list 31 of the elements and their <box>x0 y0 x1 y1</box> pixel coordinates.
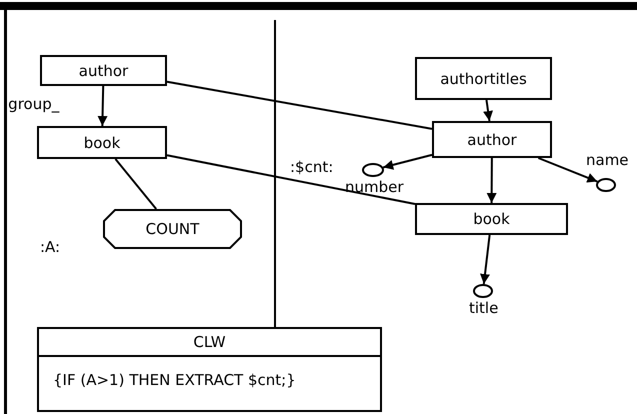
node-label: authortitles <box>440 70 527 88</box>
arrow <box>480 234 491 284</box>
attribute-circle <box>362 163 384 177</box>
arrow <box>538 157 598 182</box>
node-label: book <box>473 210 510 228</box>
element-box <box>40 55 167 86</box>
connector-line <box>166 80 432 130</box>
node-label: author <box>78 62 128 80</box>
arrow <box>98 86 108 126</box>
attribute-label: name <box>586 153 629 168</box>
connector-line <box>166 154 416 205</box>
node-label: COUNT <box>146 220 200 238</box>
element-box <box>415 203 568 235</box>
attribute-circle <box>473 284 493 298</box>
arrow <box>382 154 432 170</box>
attribute-label: title <box>469 301 498 316</box>
element-box <box>432 121 552 158</box>
variable-label: :A: <box>40 240 60 255</box>
arrow <box>483 100 493 122</box>
attribute-circle <box>596 178 616 192</box>
connector-line <box>114 158 157 210</box>
element-box <box>415 57 552 100</box>
node-label: author <box>467 130 517 148</box>
element-box <box>37 126 167 159</box>
function-octagon <box>103 209 242 249</box>
arrow <box>486 158 497 203</box>
attribute-label: number <box>345 180 404 195</box>
rule-name: CLW <box>193 333 226 351</box>
attribute-label: :$cnt: <box>290 160 334 175</box>
rule-text: {IF (A>1) THEN EXTRACT $cnt;} <box>53 371 296 389</box>
node-label: book <box>84 134 120 152</box>
